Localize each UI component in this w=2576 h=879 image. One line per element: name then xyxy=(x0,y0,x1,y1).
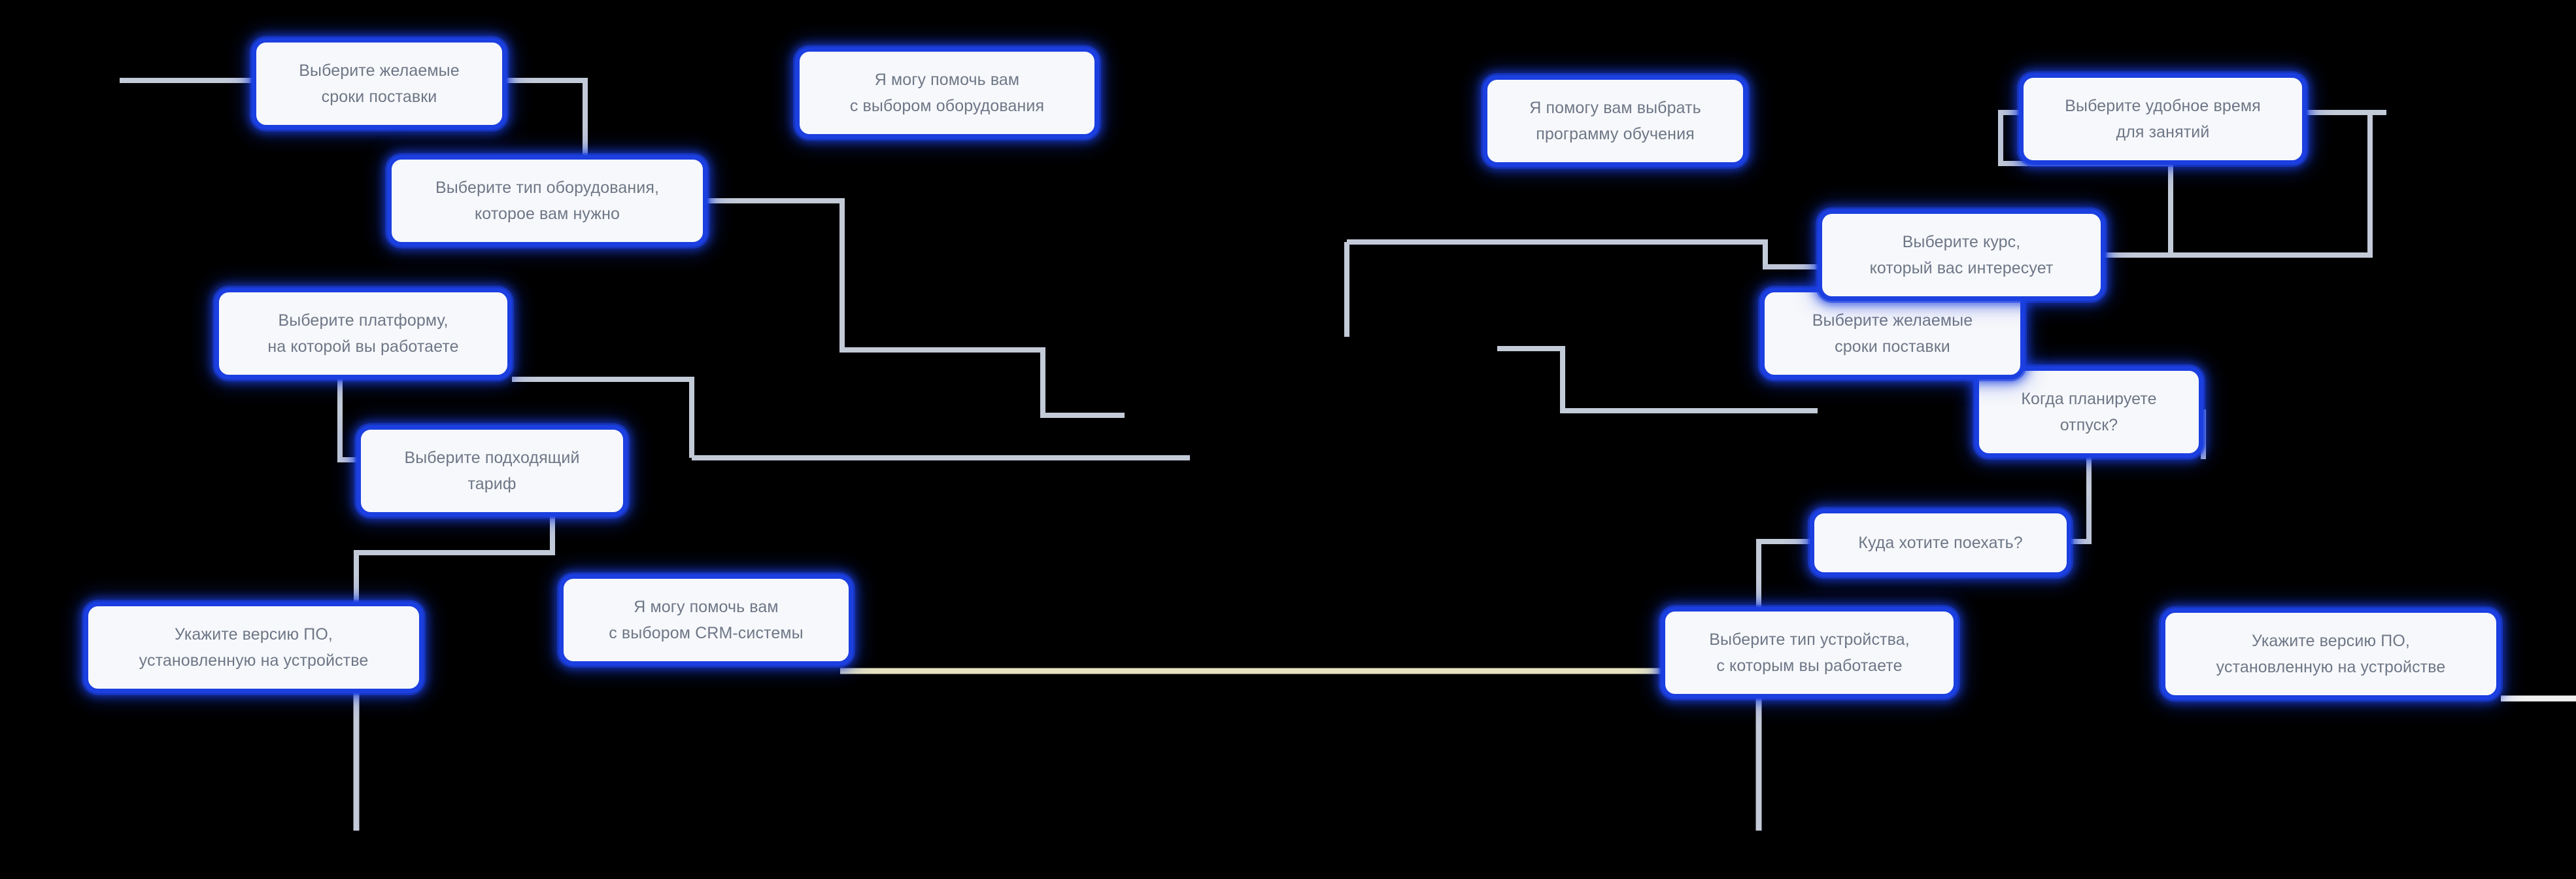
flow-node-n5[interactable]: Выберите подходящий тариф xyxy=(356,425,628,517)
flow-node-n8[interactable]: Я помогу вам выбрать программу обучения xyxy=(1483,75,1748,167)
flow-node-n15[interactable]: Укажите версию ПО, установленную на устр… xyxy=(2161,608,2501,700)
connector-w3 xyxy=(707,198,1125,418)
flow-node-n6[interactable]: Укажите версию ПО, установленную на устр… xyxy=(84,602,424,693)
flow-node-n11[interactable]: Выберите желаемые сроки поставки xyxy=(1760,288,2025,379)
flow-node-n3[interactable]: Я могу помочь вам с выбором оборудования xyxy=(795,47,1099,139)
connector-w4 xyxy=(337,379,356,462)
flow-node-n13[interactable]: Куда хотите поехать? xyxy=(1810,509,2071,577)
flow-node-n12[interactable]: Когда планируете отпуск? xyxy=(1974,366,2203,458)
connector-w16 xyxy=(2071,458,2092,544)
connector-w10 xyxy=(1347,239,1818,269)
flow-node-n9[interactable]: Выберите удобное время для занятий xyxy=(2019,73,2307,165)
flow-node-n14[interactable]: Выберите тип устройства, с которым вы ра… xyxy=(1661,607,1958,698)
flow-node-n2[interactable]: Выберите тип оборудования, которое вам н… xyxy=(387,155,707,247)
connector-w2 xyxy=(507,78,588,155)
flow-node-n10[interactable]: Выберите курс, который вас интересует xyxy=(1818,209,2105,301)
flow-node-n4[interactable]: Выберите платформу, на которой вы работа… xyxy=(214,288,512,379)
flow-node-n7[interactable]: Я могу помочь вам с выбором CRM-системы xyxy=(559,574,853,666)
flow-node-n1[interactable]: Выберите желаемые сроки поставки xyxy=(252,38,507,129)
